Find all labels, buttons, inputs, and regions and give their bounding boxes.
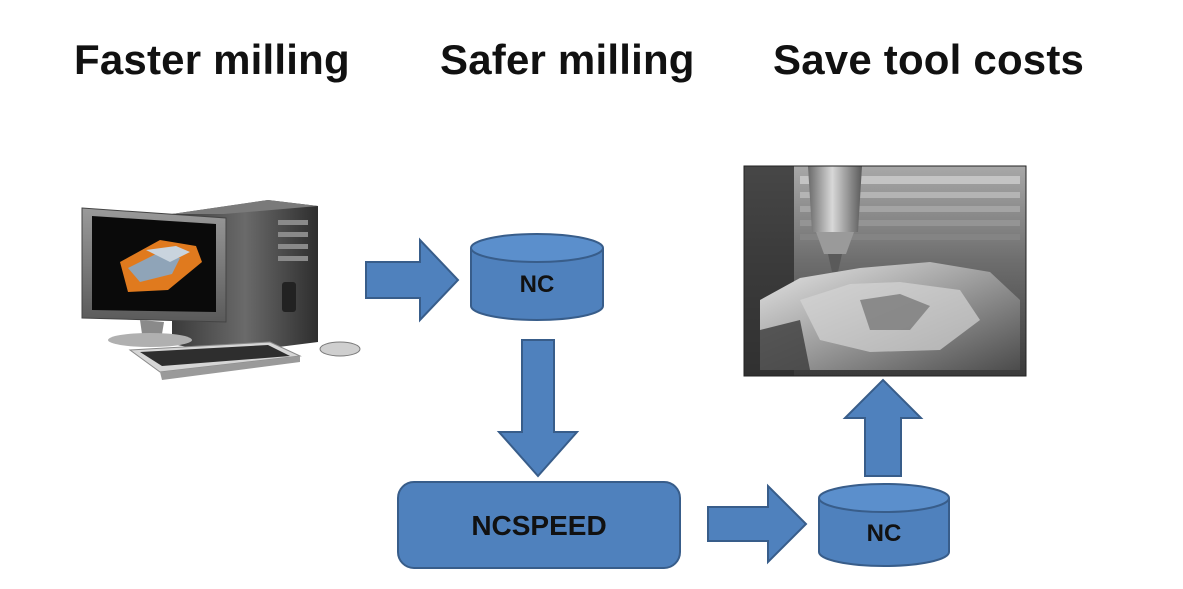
computer-image bbox=[81, 200, 361, 380]
cnc-machine-photo bbox=[743, 165, 1027, 377]
ncspeed-label: NCSPEED bbox=[471, 510, 606, 541]
heading-save-tool-costs: Save tool costs bbox=[773, 36, 1085, 83]
ncspeed-box: NCSPEED bbox=[397, 481, 681, 569]
nc-storage-top: NC bbox=[470, 233, 604, 321]
heading-safer-milling: Safer milling bbox=[440, 36, 695, 83]
arrow-down-nc-to-ncspeed bbox=[496, 339, 580, 478]
nc-storage-bottom: NC bbox=[818, 483, 950, 567]
arrow-up-nc-to-machine bbox=[842, 378, 924, 477]
nc-bottom-label: NC bbox=[867, 520, 902, 547]
arrow-right-ncspeed-to-nc bbox=[707, 483, 808, 565]
arrow-right-computer-to-nc bbox=[365, 237, 460, 323]
heading-faster-milling: Faster milling bbox=[74, 36, 350, 83]
nc-top-label: NC bbox=[520, 271, 555, 298]
